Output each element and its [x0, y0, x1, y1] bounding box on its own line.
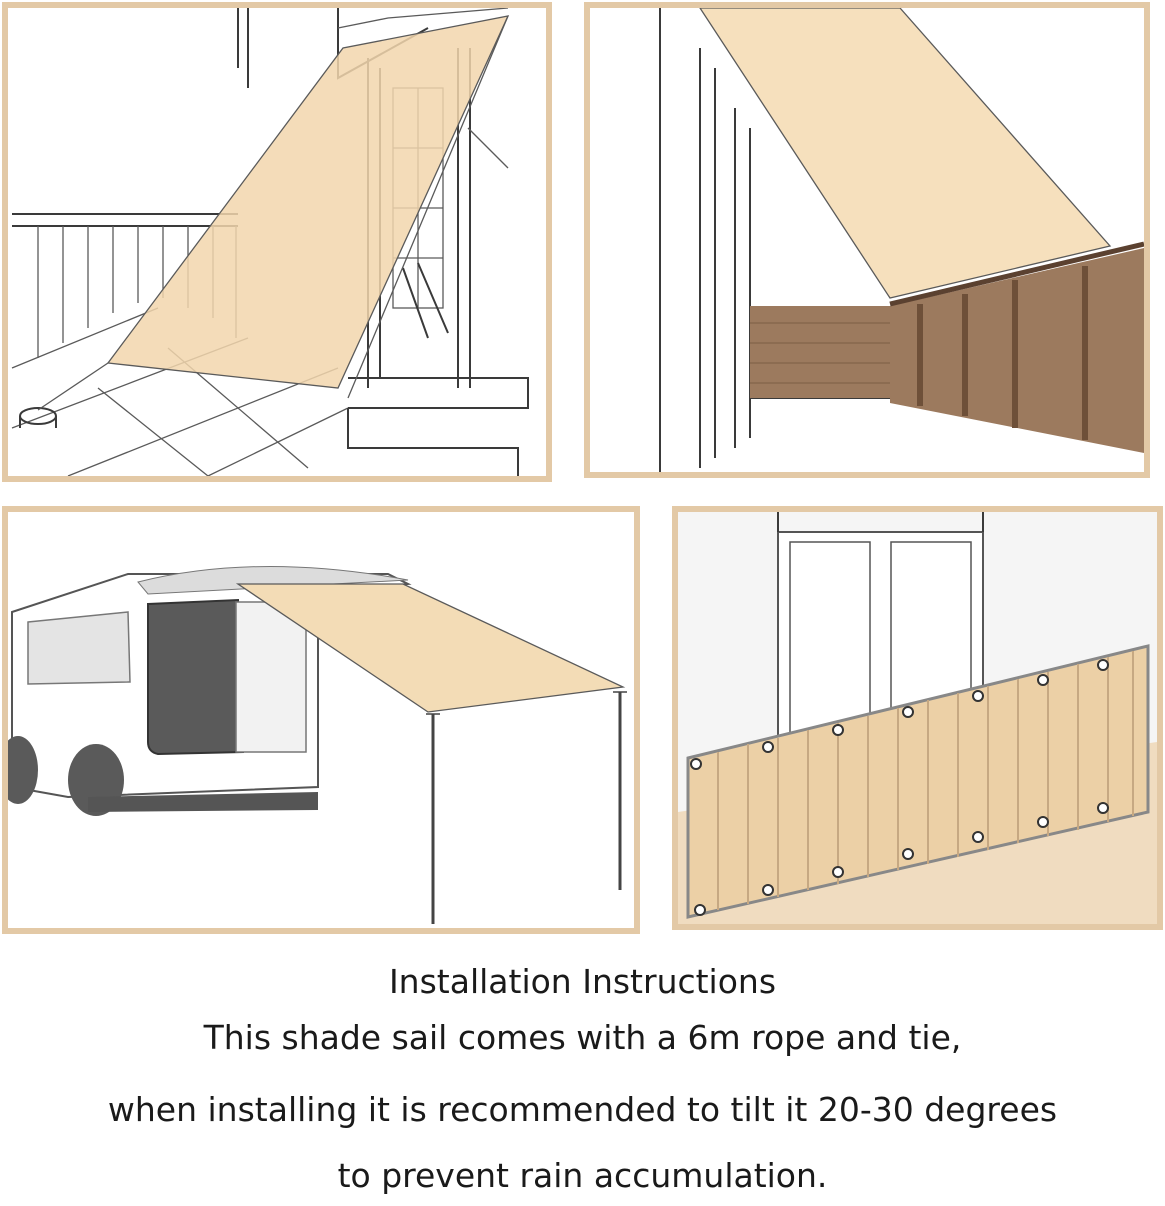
illustration-van-awning: [2, 506, 640, 934]
illustration-corridor-sail: [584, 2, 1150, 478]
van-awning-drawing: [8, 565, 627, 924]
illustration-balcony-screen: [672, 506, 1163, 930]
privacy-screen: [688, 646, 1148, 917]
caption-line-1: This shade sail comes with a 6m rope and…: [203, 1018, 962, 1057]
corridor-sail-drawing: [659, 8, 1144, 472]
shade-sail: [700, 8, 1110, 298]
shade-sail: [238, 584, 623, 712]
caption-line-3: to prevent rain accumulation.: [337, 1156, 828, 1195]
illustration-balcony-sail: [2, 2, 552, 482]
caption-title: Installation Instructions: [388, 962, 777, 1001]
balcony-screen-drawing: [678, 512, 1157, 924]
balcony-sail-drawing: [11, 8, 529, 476]
shade-sail: [108, 16, 508, 388]
caption-line-2: when installing it is recommended to til…: [107, 1090, 1058, 1129]
